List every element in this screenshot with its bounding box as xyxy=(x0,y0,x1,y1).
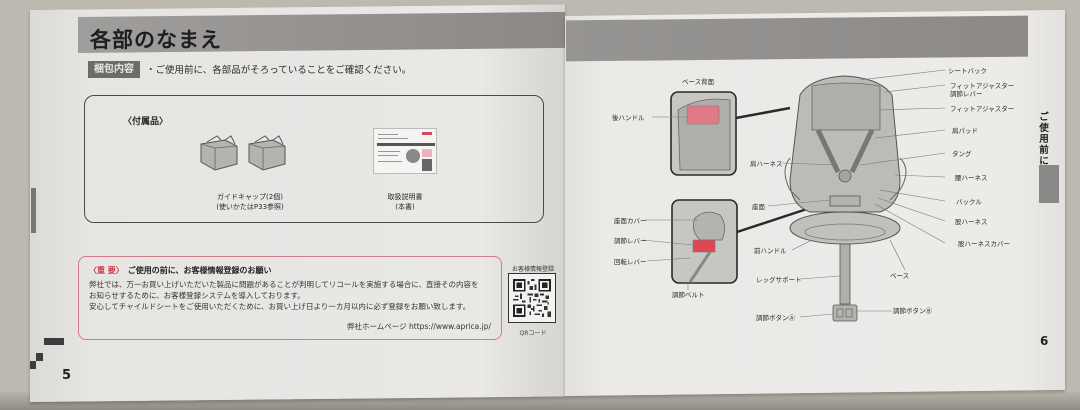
guide-cap-caption: ガイドキャップ(2個) (使いかたはP33参照) xyxy=(195,192,305,212)
registration-notice: 〈重 要〉ご使用の前に、お客様情報登録のお願い 弊社では、万一お買い上げいただい… xyxy=(78,256,502,340)
label-adjust-button-a: 調節ボタンⒶ xyxy=(756,314,795,322)
qr-caption: QRコード xyxy=(519,330,547,337)
notice-important-tag: 〈重 要〉 xyxy=(89,266,124,275)
qr-code-frame[interactable] xyxy=(508,273,556,323)
label-leg-support: レッグサポート xyxy=(756,276,802,284)
accessories-box: 〈付属品〉 ガイドキャップ(2個) (使いかたはP33参照) 取扱説明書 (本書… xyxy=(84,95,544,223)
label-fit-adjuster: フィットアジャスター xyxy=(950,105,1015,113)
notice-title: 〈重 要〉ご使用の前に、お客様情報登録のお願い xyxy=(89,265,272,276)
footer-decoration xyxy=(36,353,43,361)
label-crotch-harness: 股ハーネス xyxy=(955,218,988,226)
label-tongue: タング xyxy=(952,150,972,158)
label-adjust-belt: 調節ベルト xyxy=(672,291,705,299)
label-buckle: バックル xyxy=(956,198,982,206)
qr-label: お客様情報登録 xyxy=(511,266,554,273)
guide-cap-name: ガイドキャップ(2個) xyxy=(217,193,283,201)
accessories-heading: 〈付属品〉 xyxy=(123,117,169,127)
package-contents-text: ・ご使用前に、各部品がそろっていることをご確認ください。 xyxy=(146,65,412,76)
manual-name: 取扱説明書 xyxy=(387,193,423,201)
label-shoulder-harness: 肩ハーネス xyxy=(750,160,783,168)
label-front-handle: 前ハンドル xyxy=(754,247,787,255)
section-header-bar xyxy=(566,15,1028,62)
notice-title-text: ご使用の前に、お客様情報登録のお願い xyxy=(127,266,272,275)
page-title: 各部のなまえ xyxy=(90,28,222,52)
label-base-rear: ベース背面 xyxy=(682,78,715,86)
footer-decoration xyxy=(30,361,36,369)
instruction-manual-thumbnail xyxy=(373,128,437,174)
label-waist-harness: 腰ハーネス xyxy=(955,174,988,182)
guide-cap-note: (使いかたはP33参照) xyxy=(216,203,284,211)
qr-code-icon xyxy=(513,279,551,317)
label-rear-handle: 後ハンドル xyxy=(612,114,645,122)
manual-note: (本書) xyxy=(395,203,415,211)
label-rotation-lever: 回転レバー xyxy=(614,258,647,266)
label-adjust-lever: 調節レバー xyxy=(614,237,647,245)
label-crotch-harness-cover: 股ハーネスカバー xyxy=(958,240,1010,248)
label-fit-adjuster-lever-1: フィットアジャスター xyxy=(950,82,1015,90)
label-fit-adjuster-lever-2: 調節レバー xyxy=(950,90,983,98)
notice-line: 弊社では、万一お買い上げいただいた製品に問題があることが判明してリコールを実施す… xyxy=(89,280,479,289)
notice-line: お知らせするために、お客様登録システムを導入しております。 xyxy=(89,291,305,300)
section-side-tab: ご使用前に xyxy=(1039,112,1049,167)
label-shoulder-pad: 肩パッド xyxy=(952,127,978,135)
page-number-right: 6 xyxy=(1040,334,1049,348)
footer-decoration xyxy=(44,338,64,345)
section-side-tab-block xyxy=(1039,165,1059,203)
guide-cap-icon xyxy=(200,135,238,171)
label-adjust-button-b: 調節ボタンⒷ xyxy=(893,307,932,315)
manual-page-right xyxy=(565,9,1065,396)
guide-cap-icon xyxy=(248,135,286,171)
manual-caption: 取扱説明書 (本書) xyxy=(365,192,445,212)
notice-line: 安心してチャイルドシートをご使用いただくために、お買い上げ日より一カ月以内に必ず… xyxy=(89,302,471,311)
label-seat-back: シートバック xyxy=(948,67,987,75)
homepage-url[interactable]: 弊社ホームページ https://www.aprica.jp/ xyxy=(347,322,491,331)
label-seat-cover: 座面カバー xyxy=(614,217,647,225)
label-base: ベース xyxy=(890,272,910,280)
package-contents-label: 梱包内容 xyxy=(88,61,140,78)
label-seat: 座面 xyxy=(752,203,765,211)
notice-body: 弊社では、万一お買い上げいただいた製品に問題があることが判明してリコールを実施す… xyxy=(89,279,499,312)
page-number-left: 5 xyxy=(62,368,72,383)
page-edge-mark xyxy=(31,188,36,233)
